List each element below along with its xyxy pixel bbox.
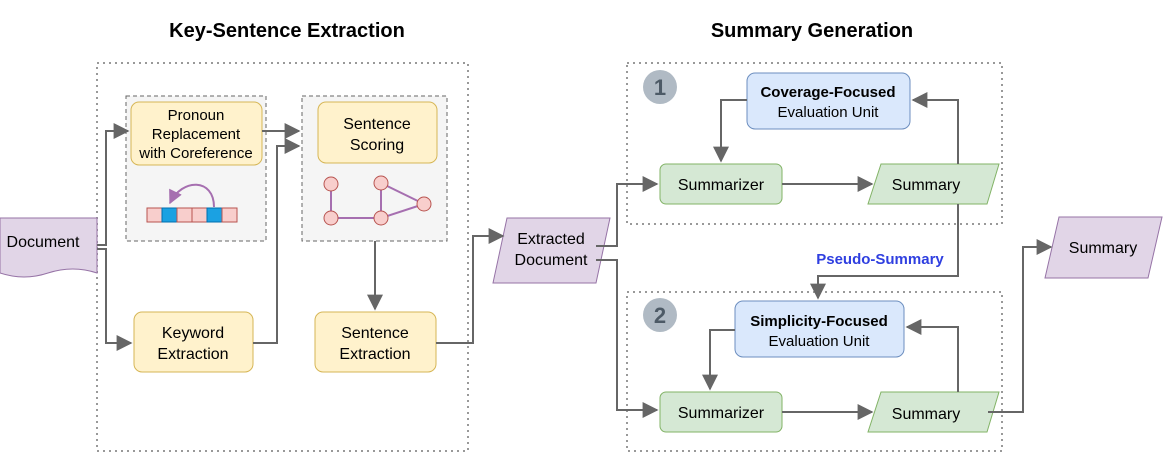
summary-2-label: Summary — [892, 406, 960, 423]
sentence-graph — [323, 175, 432, 226]
token-cell — [191, 207, 208, 223]
graph-node — [373, 210, 389, 226]
token-cell-coref — [206, 207, 223, 223]
graph-node — [323, 176, 339, 192]
token-cell — [146, 207, 163, 223]
coverage-evaluation-title: Coverage-Focused — [760, 84, 895, 101]
keyword-extraction-box — [133, 311, 254, 373]
document-label: Document — [7, 234, 80, 251]
coreference-token-strip — [146, 183, 238, 223]
token-cell-coref — [161, 207, 178, 223]
sentence-extraction-line-2: Extraction — [339, 346, 410, 363]
coverage-step-container — [626, 62, 1003, 225]
summary-generation-title: Summary Generation — [711, 20, 913, 42]
pronoun-line-3: with Coreference — [138, 145, 252, 162]
coverage-evaluation-sub: Evaluation Unit — [778, 104, 880, 121]
step-2-badge — [643, 298, 677, 332]
sentence-extraction-line-1: Sentence — [341, 325, 409, 342]
token-cell — [221, 207, 238, 223]
sentence-extraction-box — [314, 311, 437, 373]
summary-1-label: Summary — [892, 177, 960, 194]
sentence-scoring-box — [317, 101, 438, 164]
pronoun-line-2: Replacement — [152, 126, 241, 143]
sentence-scoring-line-1: Sentence — [343, 116, 411, 133]
final-summary-node — [1044, 216, 1163, 279]
keyword-extraction-line-2: Extraction — [157, 346, 228, 363]
arrow-doc-to-pronoun — [97, 123, 130, 246]
step-1-badge-label: 1 — [654, 75, 666, 100]
pronoun-line-1: Pronoun — [168, 107, 225, 124]
graph-node — [323, 210, 339, 226]
arrow-pseudo-summary — [810, 204, 959, 300]
summarizer-2-label: Summarizer — [678, 405, 765, 422]
extracted-document-line-1: Extracted — [517, 231, 585, 248]
key-sentence-extraction-container — [96, 62, 469, 452]
pronoun-replacement-box — [130, 101, 263, 166]
key-sentence-extraction-title: Key-Sentence Extraction — [169, 20, 405, 42]
coreference-arc — [169, 183, 215, 208]
flow-arrows — [97, 92, 1053, 420]
arrow-summary-2-to-final — [988, 239, 1053, 413]
arrow-summary-1-to-coverage — [911, 92, 959, 164]
final-summary-label: Summary — [1069, 240, 1137, 257]
pseudo-summary-label: Pseudo-Summary — [816, 251, 944, 268]
arrow-summary-2-to-simplicity — [905, 319, 959, 392]
graph-node — [373, 175, 389, 191]
simplicity-evaluation-sub: Evaluation Unit — [769, 333, 871, 350]
arrow-doc-to-keyword — [97, 248, 133, 351]
keyword-extraction-line-1: Keyword — [162, 325, 224, 342]
graph-edge — [380, 203, 425, 219]
document-node — [0, 217, 98, 278]
extracted-document-line-2: Document — [515, 252, 588, 269]
extracted-document-node — [492, 217, 611, 284]
summarizer-1-label: Summarizer — [678, 177, 765, 194]
arrow-extracted-to-summarizer-1 — [596, 176, 659, 247]
arrow-extracted-to-summarizer-2 — [596, 259, 659, 418]
step-1-badge — [643, 70, 677, 104]
step-2-badge-label: 2 — [654, 303, 666, 328]
arrow-extraction-to-extracted-doc — [436, 228, 505, 344]
token-cell — [176, 207, 193, 223]
arrow-simplicity-to-summarizer-2 — [702, 329, 735, 391]
graph-node — [416, 196, 432, 212]
arrow-coverage-to-summarizer-1 — [713, 99, 747, 163]
simplicity-evaluation-title: Simplicity-Focused — [750, 313, 888, 330]
graph-edge — [380, 182, 425, 205]
arrow-keyword-to-scoring — [253, 138, 301, 344]
sentence-scoring-line-2: Scoring — [350, 137, 404, 154]
